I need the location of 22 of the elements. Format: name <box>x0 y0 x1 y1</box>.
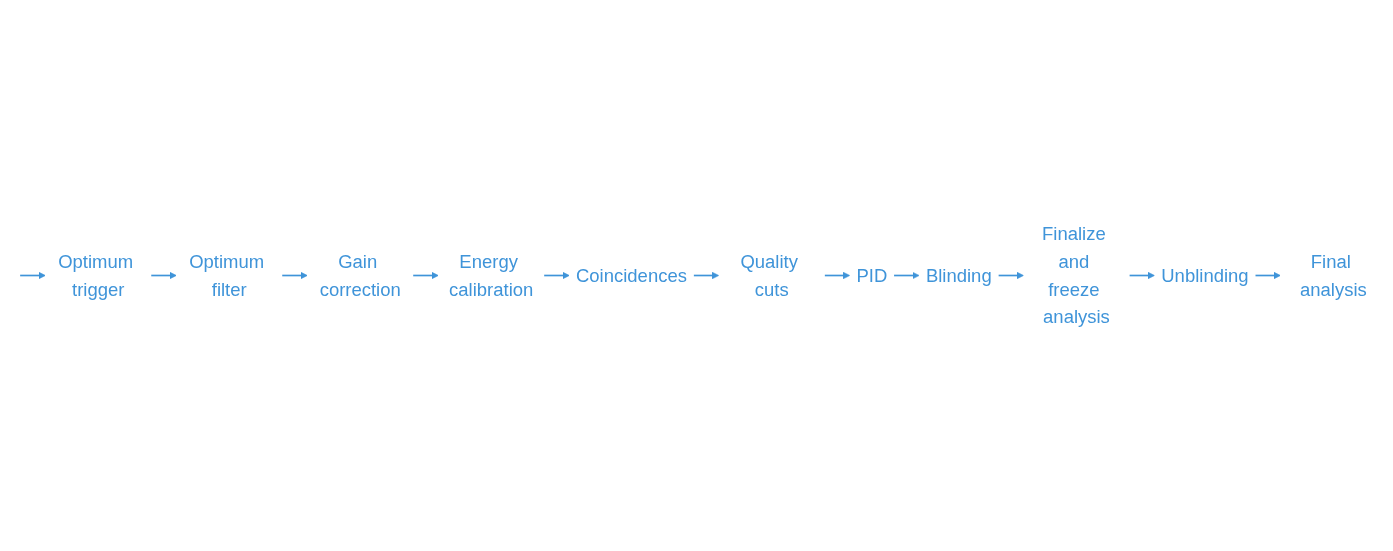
node-text: Quality cuts <box>740 251 798 300</box>
arrow <box>150 271 177 280</box>
arrow <box>823 271 851 280</box>
node-text: Optimum trigger <box>58 251 134 300</box>
node-text: Coincidences <box>576 265 687 286</box>
node-text: Unblinding <box>1161 265 1249 286</box>
node-text: PID <box>856 265 888 286</box>
arrow <box>19 271 46 280</box>
node-text: Energy calibration <box>449 251 534 300</box>
node-text: Blinding <box>925 265 992 286</box>
node-text: Optimum filter <box>189 251 265 300</box>
arrow <box>692 271 720 280</box>
node-text: Gain correction <box>319 251 401 300</box>
arrow <box>1254 271 1281 280</box>
arrow <box>997 271 1024 280</box>
arrow <box>412 271 439 280</box>
arrow <box>543 271 570 280</box>
arrow <box>1128 271 1155 280</box>
arrow <box>893 271 920 280</box>
node-text: Final analysis <box>1300 251 1367 300</box>
node-text: Finalize and freeze analysis <box>1042 223 1110 328</box>
arrow <box>281 271 308 280</box>
